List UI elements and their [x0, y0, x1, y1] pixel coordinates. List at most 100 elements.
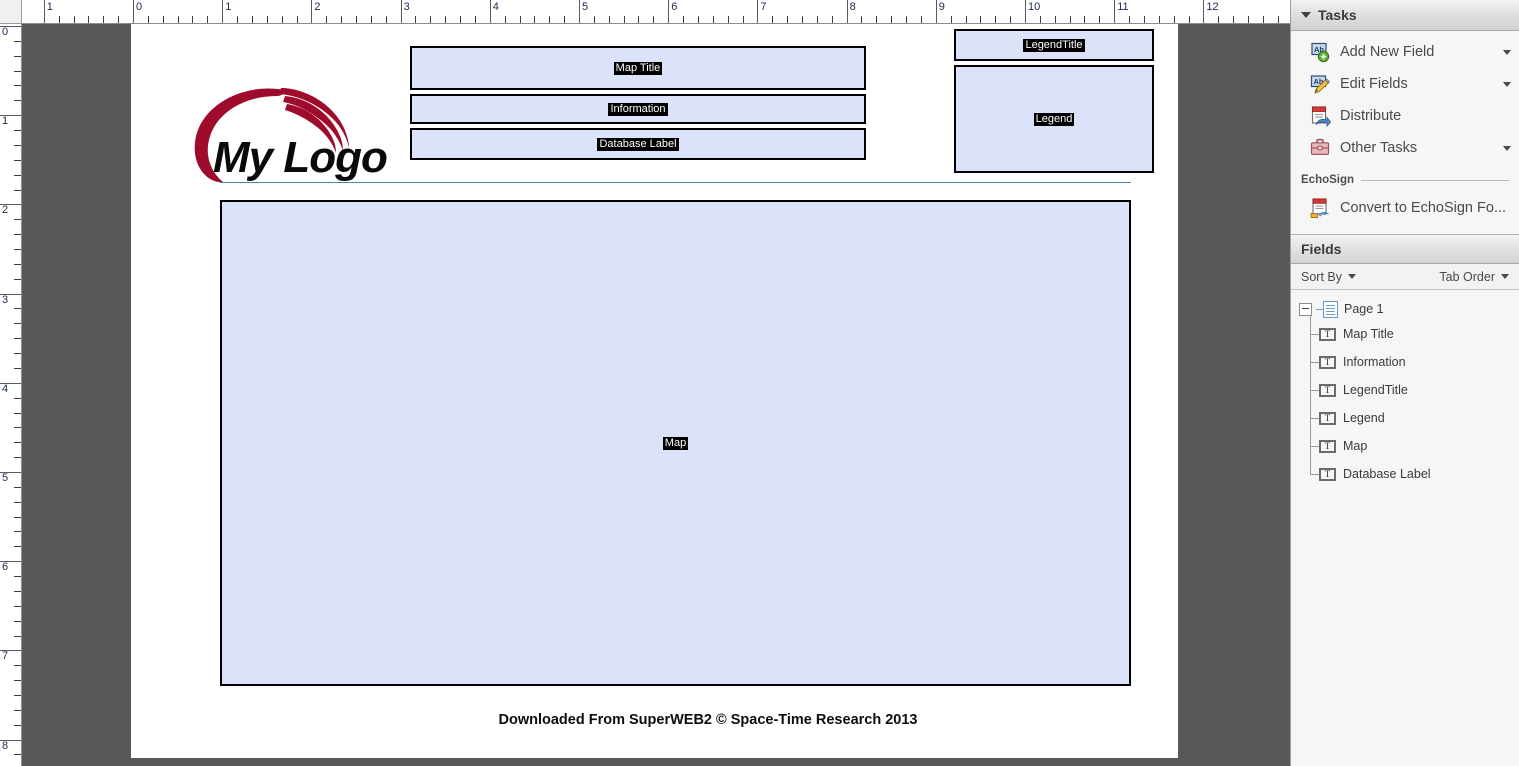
ruler-tick-minor — [14, 412, 21, 414]
text-field-icon: T — [1319, 383, 1336, 397]
echosign-section-label: EchoSign — [1301, 174, 1355, 186]
ruler-tick-major — [0, 382, 21, 384]
ruler-label: 3 — [2, 293, 9, 306]
ruler-tick-major — [489, 0, 491, 23]
tree-node-information[interactable]: T Information — [1291, 344, 1519, 376]
ruler-label: 1 — [225, 1, 232, 13]
form-field-legend-title[interactable]: LegendTitle — [954, 29, 1154, 61]
ruler-tick-minor — [712, 16, 714, 23]
ruler-tick-minor — [162, 16, 164, 23]
ruler-tick-major — [0, 739, 21, 741]
field-label: Information — [608, 102, 668, 116]
echosign-convert-icon — [1309, 197, 1331, 219]
tree-node-label: Map — [1343, 439, 1368, 453]
fields-panel-title: Fields — [1301, 241, 1342, 257]
tree-node-legend[interactable]: T Legend — [1291, 400, 1519, 432]
tree-connector — [1310, 372, 1311, 404]
tasks-panel-header[interactable]: Tasks — [1291, 0, 1519, 31]
ruler-label: 4 — [492, 1, 499, 13]
ruler-label: 8 — [849, 1, 856, 13]
chevron-down-icon[interactable] — [1503, 49, 1511, 55]
sort-by-dropdown[interactable]: Sort By — [1301, 270, 1356, 284]
collapse-expander-icon[interactable] — [1299, 302, 1312, 316]
tree-node-database-label[interactable]: T Database Label — [1291, 456, 1519, 488]
document-page[interactable]: My Logo Map Title Information Database L… — [131, 24, 1178, 758]
ruler-tick-minor — [593, 16, 595, 23]
chevron-down-icon[interactable] — [1503, 81, 1511, 87]
tree-node-map-title[interactable]: T Map Title — [1291, 316, 1519, 348]
svg-text:My Logo: My Logo — [213, 133, 387, 182]
ruler-tick-minor — [14, 590, 21, 592]
ruler-tick-minor — [58, 16, 60, 23]
ruler-tick-major — [311, 0, 313, 23]
ruler-tick-minor — [266, 16, 268, 23]
ruler-tick-major — [1025, 0, 1026, 23]
task-convert-to-echosign-form[interactable]: Convert to EchoSign Fo... — [1291, 192, 1519, 224]
task-distribute[interactable]: Distribute — [1291, 100, 1519, 132]
task-other-tasks[interactable]: Other Tasks — [1291, 132, 1519, 164]
ruler-tick-minor — [370, 16, 372, 23]
text-field-icon: T — [1319, 467, 1336, 481]
chevron-down-icon[interactable] — [1503, 145, 1511, 151]
form-field-information[interactable]: Information — [410, 94, 866, 124]
ruler-label: 5 — [2, 472, 9, 484]
tree-node-map[interactable]: T Map — [1291, 428, 1519, 460]
fields-panel-header[interactable]: Fields — [1291, 234, 1519, 264]
ruler-tick-major — [1114, 0, 1116, 23]
ruler-label: 12 — [1206, 1, 1219, 13]
task-label: Convert to EchoSign Fo... — [1340, 200, 1507, 216]
document-workspace[interactable]: My Logo Map Title Information Database L… — [22, 24, 1290, 766]
echosign-section-header: EchoSign — [1291, 168, 1519, 192]
ruler-tick-minor — [534, 16, 536, 23]
ruler-tick-minor — [891, 16, 893, 23]
ruler-tick-minor — [816, 16, 818, 23]
tree-connector — [1310, 390, 1319, 391]
ruler-tick-minor — [653, 16, 655, 23]
ruler-tick-minor — [14, 501, 21, 503]
field-label: LegendTitle — [1023, 38, 1085, 52]
ruler-label: 1 — [46, 1, 53, 13]
ruler-tick-minor — [861, 16, 863, 23]
ruler-tick-minor — [1262, 16, 1264, 23]
tree-node-legend-title[interactable]: T LegendTitle — [1291, 372, 1519, 404]
ruler-tick-minor — [14, 427, 21, 429]
ruler-tick-minor — [14, 576, 21, 578]
ruler-tick-minor — [326, 16, 328, 23]
ruler-tick-minor — [73, 16, 75, 23]
field-label: Legend — [1033, 112, 1075, 126]
text-field-icon: T — [1319, 411, 1336, 425]
ruler-tick-minor — [549, 16, 551, 23]
task-edit-fields[interactable]: Ab Edit Fields — [1291, 68, 1519, 100]
ab-edit-icon: Ab — [1309, 73, 1331, 95]
chevron-down-icon[interactable] — [1301, 12, 1311, 18]
tab-order-dropdown[interactable]: Tab Order — [1439, 270, 1509, 284]
right-tools-panel: Tasks Ab Add New Field — [1290, 0, 1519, 766]
form-field-database-label[interactable]: Database Label — [410, 128, 866, 160]
ruler-tick-minor — [14, 234, 21, 236]
ruler-tick-minor — [1158, 16, 1160, 23]
ruler-tick-minor — [474, 16, 476, 23]
briefcase-icon — [1309, 137, 1331, 159]
form-field-map[interactable]: Map — [220, 200, 1131, 686]
ruler-tick-major — [757, 0, 759, 23]
tree-connector — [1316, 308, 1323, 310]
ruler-tick-minor — [1143, 16, 1145, 23]
form-field-map-title[interactable]: Map Title — [410, 46, 866, 90]
ruler-tick-minor — [683, 16, 685, 23]
chevron-down-icon[interactable] — [1501, 274, 1509, 279]
ruler-label: 10 — [1028, 1, 1041, 13]
task-add-new-field[interactable]: Ab Add New Field — [1291, 36, 1519, 68]
ruler-tick-minor — [14, 620, 21, 622]
form-field-legend[interactable]: Legend — [954, 65, 1154, 173]
tree-node-page-1[interactable]: Page 1 — [1291, 298, 1519, 320]
ruler-tick-minor — [14, 144, 21, 146]
ruler-label: 7 — [2, 650, 9, 663]
field-label: Database Label — [597, 137, 679, 151]
ruler-tick-minor — [14, 85, 21, 87]
ruler-label: 0 — [2, 26, 9, 38]
ruler-tick-minor — [14, 219, 21, 221]
chevron-down-icon[interactable] — [1348, 274, 1356, 279]
text-field-icon: T — [1319, 327, 1336, 341]
